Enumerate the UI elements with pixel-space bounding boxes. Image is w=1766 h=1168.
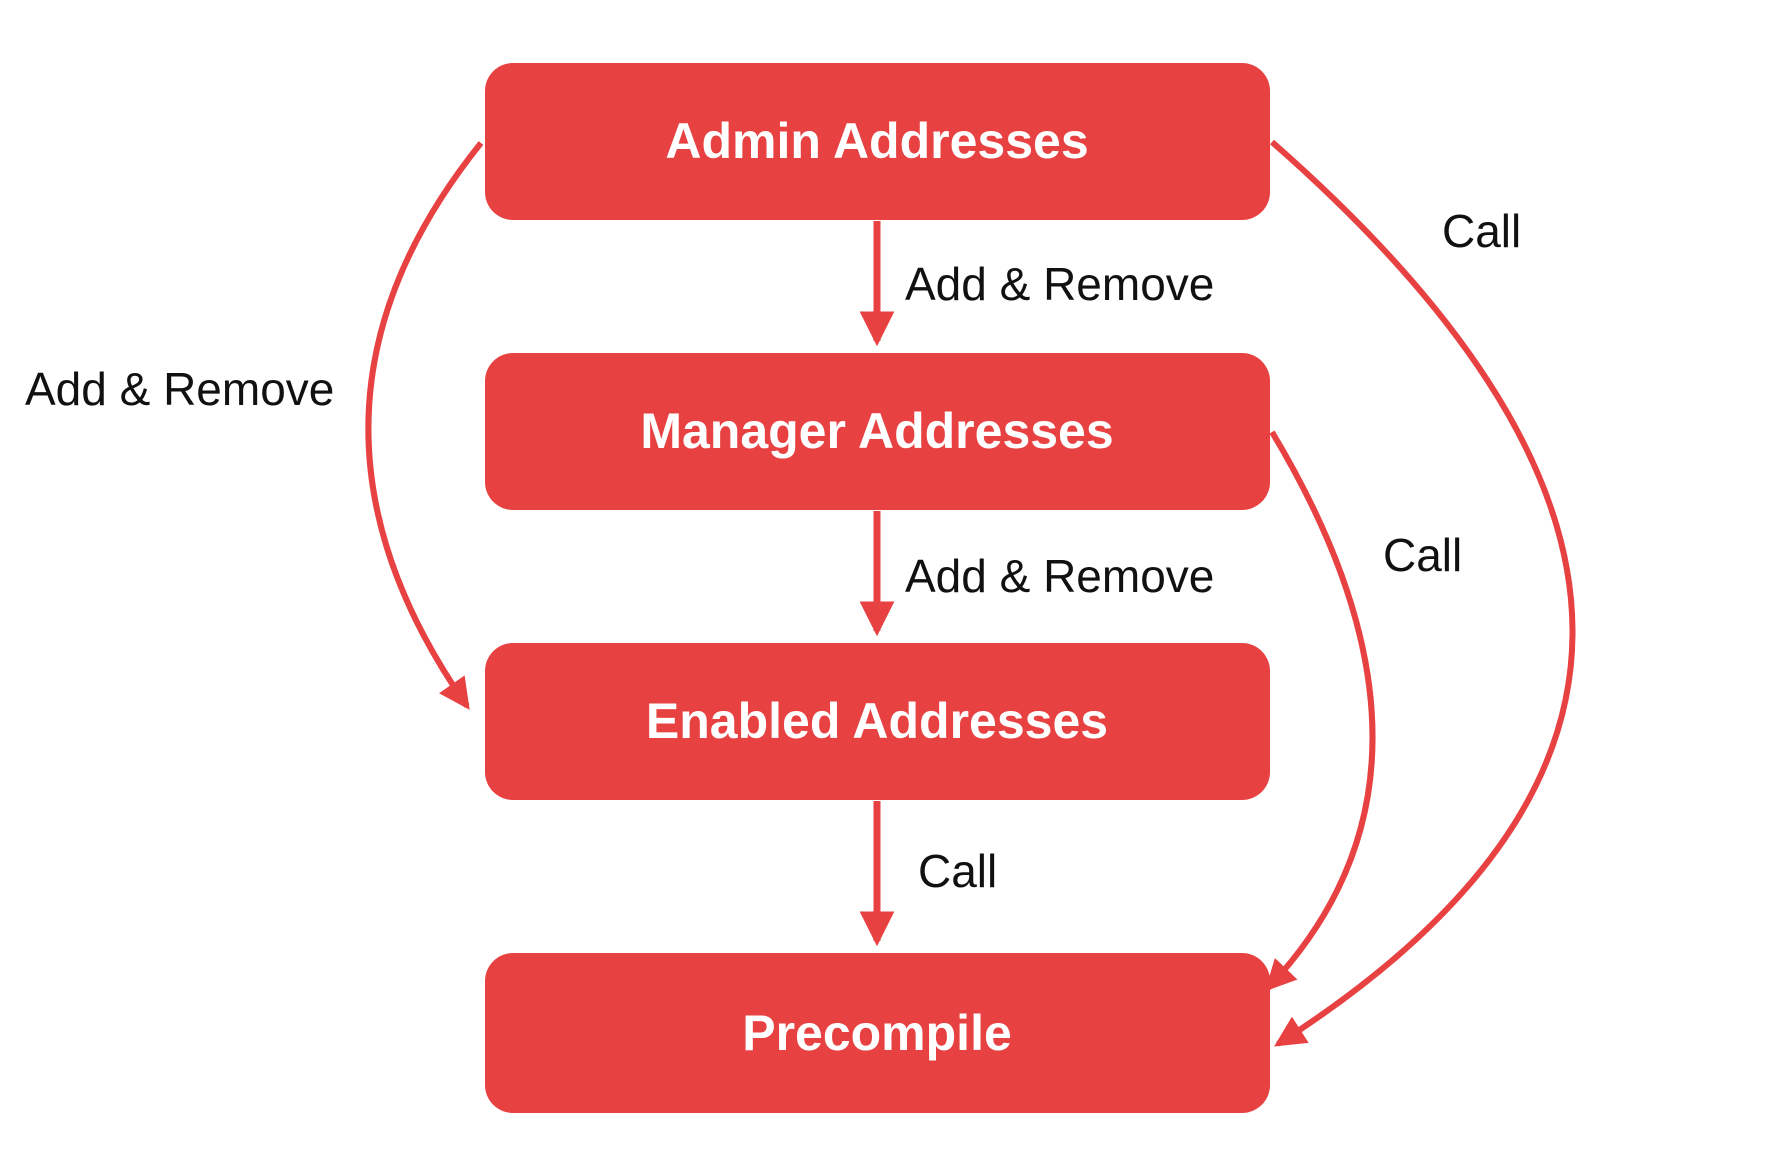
edge-label-add-remove-manager-enabled: Add & Remove	[905, 550, 1214, 602]
edge-label-call-admin-precompile: Call	[1442, 205, 1521, 257]
node-precompile	[485, 953, 1270, 1113]
node-manager-addresses	[485, 353, 1270, 510]
edge-label-add-remove-admin-manager: Add & Remove	[905, 258, 1214, 310]
edge-label-call-manager-precompile: Call	[1383, 529, 1462, 581]
edge-label-add-remove-admin-enabled: Add & Remove	[25, 363, 334, 415]
edge-arrow-manager-to-precompile	[1264, 430, 1376, 992]
node-label-enabled-addresses: Enabled Addresses	[646, 693, 1108, 749]
node-label-manager-addresses: Manager Addresses	[640, 403, 1113, 459]
node-label-precompile: Precompile	[742, 1005, 1012, 1061]
node-enabled-addresses	[485, 643, 1270, 800]
edge-label-call-enabled-precompile: Call	[918, 845, 997, 897]
node-admin-addresses	[485, 63, 1270, 220]
edge-arrow-admin-to-enabled	[365, 141, 484, 710]
node-label-admin-addresses: Admin Addresses	[665, 113, 1088, 169]
edge-arrow-admin-to-precompile	[1270, 139, 1576, 1047]
